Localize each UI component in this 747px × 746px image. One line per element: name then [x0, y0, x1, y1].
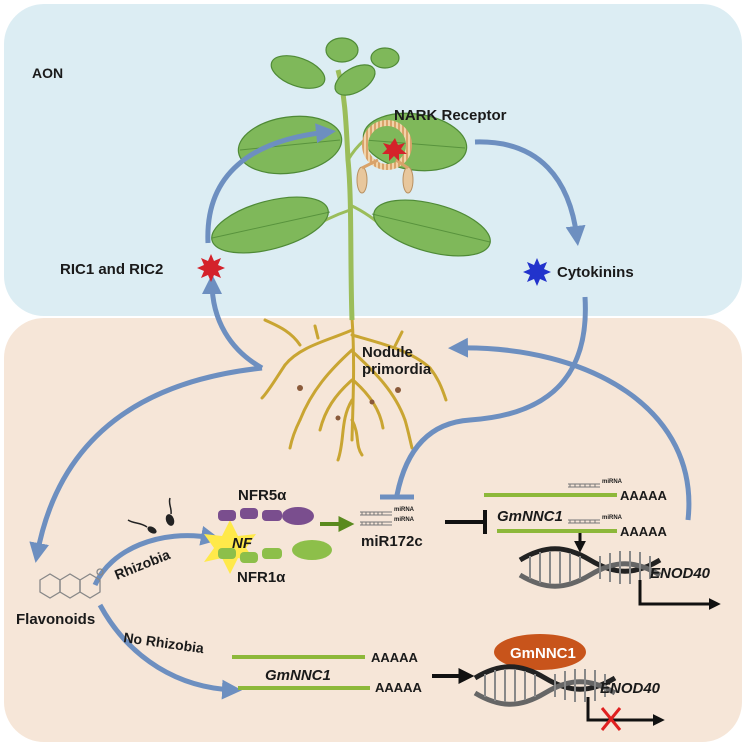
arrow-ric-to-shoot	[205, 123, 336, 244]
nark-receptor-label: NARK Receptor	[394, 107, 507, 124]
flavonoids-label: Flavonoids	[16, 611, 95, 628]
aon-label: AON	[32, 65, 63, 81]
mir172c-label: miR172c	[361, 533, 423, 550]
arrow-root-to-flavonoids	[29, 365, 263, 563]
enod40-transcription-arrow-upper	[638, 580, 721, 610]
mir172c-precursor-icon	[360, 511, 392, 526]
cytokinins-label: Cytokinins	[557, 264, 634, 281]
nf-label: NF	[232, 535, 253, 552]
dna-helix-lower	[473, 664, 617, 707]
arrow-nark-to-cytokinins	[474, 139, 586, 246]
nfr-receptor-complex	[204, 507, 332, 574]
nark-receptor-shape	[356, 120, 414, 194]
mirna-small-label-3: miRNA	[602, 479, 623, 485]
rhizobia-bacteria-icon	[127, 497, 175, 534]
arrow-root-to-ric	[202, 274, 264, 371]
enod40-label-upper: ENOD40	[650, 565, 711, 582]
ric-label: RIC1 and RIC2	[60, 261, 163, 278]
blocked-x-icon	[600, 707, 622, 731]
enod40-transcription-arrow-lower	[586, 697, 665, 726]
mirna-small-label-4: miRNA	[602, 515, 623, 521]
root-system	[260, 316, 448, 462]
gmnnc1-transcript-label-lower: GmNNC1	[265, 667, 331, 684]
nodule-primordia-label: Nodule primordia	[362, 344, 432, 378]
arrow-no-rhizobia	[97, 603, 242, 700]
plant-stem	[335, 69, 355, 321]
aaaaa-label-2: AAAAA	[620, 524, 668, 539]
gmnnc1-protein-shape	[494, 634, 586, 670]
gmnnc1-protein-label: GmNNC1	[510, 645, 576, 662]
ric-star-icon	[197, 254, 225, 282]
arrow-enod40-to-nodule	[448, 337, 692, 521]
cytokinins-inhibit-line	[394, 296, 588, 496]
aaaaa-label-1: AAAAA	[620, 488, 668, 503]
root-nodules	[297, 385, 401, 421]
nark-ligand-star-icon	[382, 138, 407, 161]
cytokinin-star-icon	[523, 258, 551, 286]
dna-helix-upper	[518, 546, 662, 589]
gmnnc1-transcript-label: GmNNC1	[497, 508, 563, 525]
nfr1-label: NFR1α	[237, 569, 286, 586]
mirna-small-label-1: miRNA	[394, 507, 415, 513]
nfr5-label: NFR5α	[238, 487, 287, 504]
aaaaa-label-4: AAAAA	[375, 680, 423, 695]
enod40-label-lower: ENOD40	[600, 680, 661, 697]
aaaaa-label-3: AAAAA	[371, 650, 419, 665]
arrow-flavonoids-to-nfr	[92, 525, 221, 587]
mirna-small-label-2: miRNA	[394, 517, 415, 523]
flavonoid-molecule-icon	[39, 568, 104, 599]
